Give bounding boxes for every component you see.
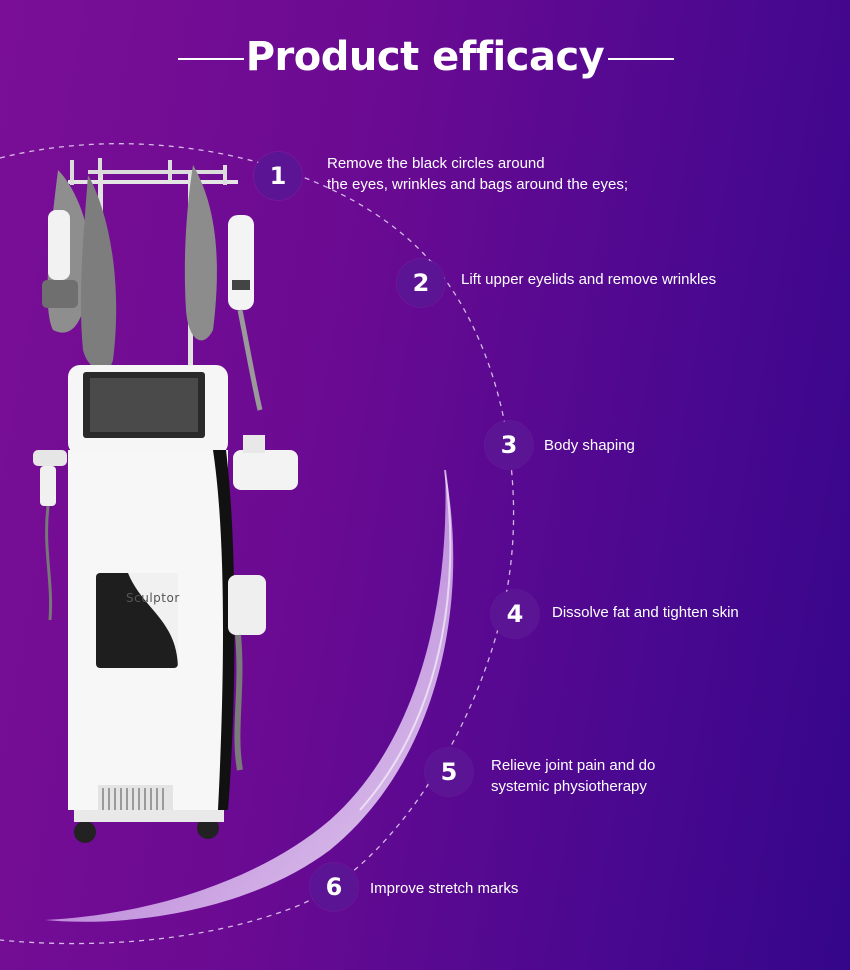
item-number-badge: 4 — [491, 590, 539, 638]
item-number-badge: 5 — [425, 748, 473, 796]
item-text: Body shaping — [544, 437, 635, 454]
item-number-badge: 6 — [310, 863, 358, 911]
item-text: Dissolve fat and tighten skin — [552, 604, 739, 621]
item-number-badge: 2 — [397, 259, 445, 307]
item-text: Remove the black circles around the eyes… — [327, 155, 629, 193]
device-image — [33, 158, 298, 843]
item-number-badge: 3 — [485, 421, 533, 469]
page-title: Product efficacy — [245, 34, 605, 80]
device-brand-label: Sculptor — [126, 591, 180, 605]
item-text: Relieve joint pain and do systemic physi… — [491, 757, 656, 795]
header: Product efficacy — [0, 30, 850, 90]
item-number-badge: 1 — [254, 152, 302, 200]
item-text: Improve stretch marks — [370, 880, 519, 897]
item-text: Lift upper eyelids and remove wrinkles — [461, 271, 717, 288]
title-divider-left — [178, 58, 244, 60]
title-divider-right — [608, 58, 674, 60]
